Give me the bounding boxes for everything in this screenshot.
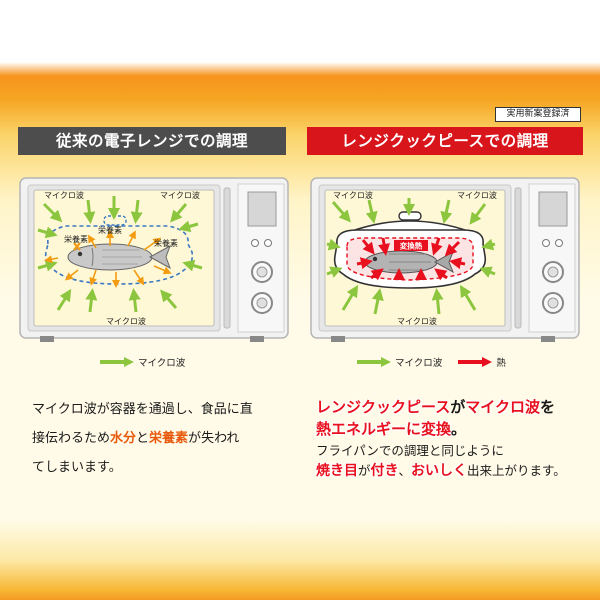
red-arrow-icon [458,357,493,367]
desc-line-4: 焼き目が付き、おいしく出来上がります。 [316,461,586,481]
desc-text: 出来上がります。 [467,463,566,478]
desc-line-1: マイクロ波が容器を通過し、食品に直 [32,402,253,417]
emphasis-delicious: おいしく [411,463,468,479]
range-cook-piece-microwave-illustration: 変換熱 マイクロ波 マイクロ波 マイクロ波 [310,177,580,342]
emphasis-microwave: マイクロ波 [465,398,540,416]
right-description: レンジクックピースがマイクロ波を 熱エネルギーに変換。 フライパンでの調理と同じ… [316,396,586,481]
desc-text: が [358,463,371,478]
desc-text: 。 [451,420,467,438]
label-microwave-tr: マイクロ波 [160,190,200,200]
desc-line-2: 熱エネルギーに変換。 [316,418,586,440]
legend-heat-label: 熱 [496,358,506,369]
emphasis-heat-energy: 熱エネルギーに変換 [316,420,452,438]
label-nutrient-1: 栄養素 [64,234,88,244]
desc-text: 接伝わるため [32,431,111,446]
label-microwave-tl: マイクロ波 [333,190,373,200]
emphasis-product: レンジクックピース [316,398,451,416]
left-description: マイクロ波が容器を通過し、食品に直 接伝わるため水分と栄養素が失われ てしまいま… [32,395,282,482]
emphasis-browning: 焼き目 [316,463,358,479]
label-microwave-bottom: マイクロ波 [106,316,146,326]
label-microwave-tl: マイクロ波 [44,190,84,200]
desc-line-2: 接伝わるため水分と栄養素が失われ [32,424,282,453]
desc-text: が [450,398,466,416]
desc-line-1: レンジクックピースがマイクロ波を [316,396,586,418]
right-panel-title: レンジクックピースでの調理 [307,127,583,155]
desc-text: と [136,431,150,446]
desc-text: が失われ [188,431,240,446]
legend-microwave-label: マイクロ波 [395,358,443,369]
left-panel-title: 従来の電子レンジでの調理 [18,127,286,155]
green-arrow-icon [100,357,134,367]
right-legend: マイクロ波 熱 [355,355,506,369]
registration-badge: 実用新案登録済 [495,107,581,122]
label-nutrient-2: 栄養素 [98,225,122,235]
emphasis-nutrients: 栄養素 [149,431,189,446]
desc-line-3: てしまいます。 [32,460,122,475]
label-microwave-tr: マイクロ波 [457,190,497,200]
label-nutrient-3: 栄養素 [154,238,178,248]
emphasis-attached: 付き [370,463,399,479]
conventional-microwave-illustration: マイクロ波 マイクロ波 マイクロ波 栄養素 栄養素 栄養素 [19,177,289,342]
emphasis-water: 水分 [110,431,137,446]
green-arrow-icon [357,357,391,367]
legend-microwave-label: マイクロ波 [138,358,186,369]
desc-text: 、 [398,463,412,478]
desc-text: を [539,398,555,416]
label-microwave-bottom: マイクロ波 [397,316,437,326]
label-conversion-heat: 変換熱 [400,241,423,251]
left-legend: マイクロ波 [98,355,185,369]
desc-line-3: フライパンでの調理と同じように [316,443,504,458]
